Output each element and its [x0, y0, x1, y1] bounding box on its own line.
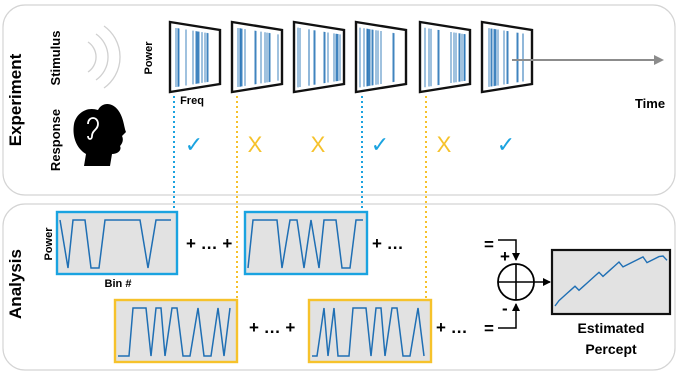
analysis-power-label: Power	[43, 227, 55, 261]
response-weighted-spectrum	[113, 298, 239, 364]
equals-bottom: =	[484, 319, 494, 338]
stimulus-freq-label: Freq	[180, 95, 204, 107]
plus-dots-top: + …	[372, 234, 404, 253]
experiment-title: Experiment	[6, 53, 25, 146]
sound-wave-icon	[87, 25, 121, 89]
response-mark: X	[437, 132, 452, 157]
response-label: Response	[48, 109, 63, 171]
plus-dots-plus-bottom: + … +	[249, 318, 295, 337]
response-mark: X	[311, 132, 326, 157]
stimulus-spectrum	[230, 20, 284, 94]
response-mark: X	[248, 132, 263, 157]
stimulus-spectrum	[354, 20, 408, 94]
analysis-title: Analysis	[6, 249, 25, 319]
stimulus-spectrum	[418, 20, 472, 94]
response-weighted-spectrum	[55, 210, 179, 276]
equals-top: =	[484, 235, 494, 254]
estimated-label: Estimated	[578, 320, 645, 336]
plus-dots-bottom: + …	[436, 318, 468, 337]
response-mark: ✓	[371, 132, 389, 157]
stimulus-spectrum	[480, 20, 534, 94]
time-label: Time	[635, 96, 665, 111]
response-mark: ✓	[497, 132, 515, 157]
bin-label: Bin #	[105, 278, 132, 290]
stimulus-sequence	[168, 20, 534, 94]
stimulus-label: Stimulus	[48, 31, 63, 86]
connectors	[173, 96, 427, 300]
minus-sign: -	[502, 299, 508, 318]
plus-dots-plus-top: + … +	[186, 234, 232, 253]
response-weighted-spectrum	[243, 210, 369, 276]
response-weighted-spectrum	[307, 298, 433, 364]
stimulus-spectrum	[168, 20, 222, 94]
stimulus-power-label: Power	[143, 41, 155, 75]
summing-junction-icon: = = + -	[484, 235, 551, 338]
stimulus-spectrum	[292, 20, 346, 94]
plus-sign: +	[500, 247, 510, 266]
response-marks: ✓ X X ✓ X ✓	[185, 132, 515, 157]
estimated-percept-plot	[550, 248, 672, 316]
head-ear-icon	[73, 104, 126, 166]
response-mark: ✓	[185, 132, 203, 157]
percept-trace	[554, 255, 668, 307]
analysis-boxes	[55, 210, 433, 364]
percept-label: Percept	[585, 341, 637, 357]
